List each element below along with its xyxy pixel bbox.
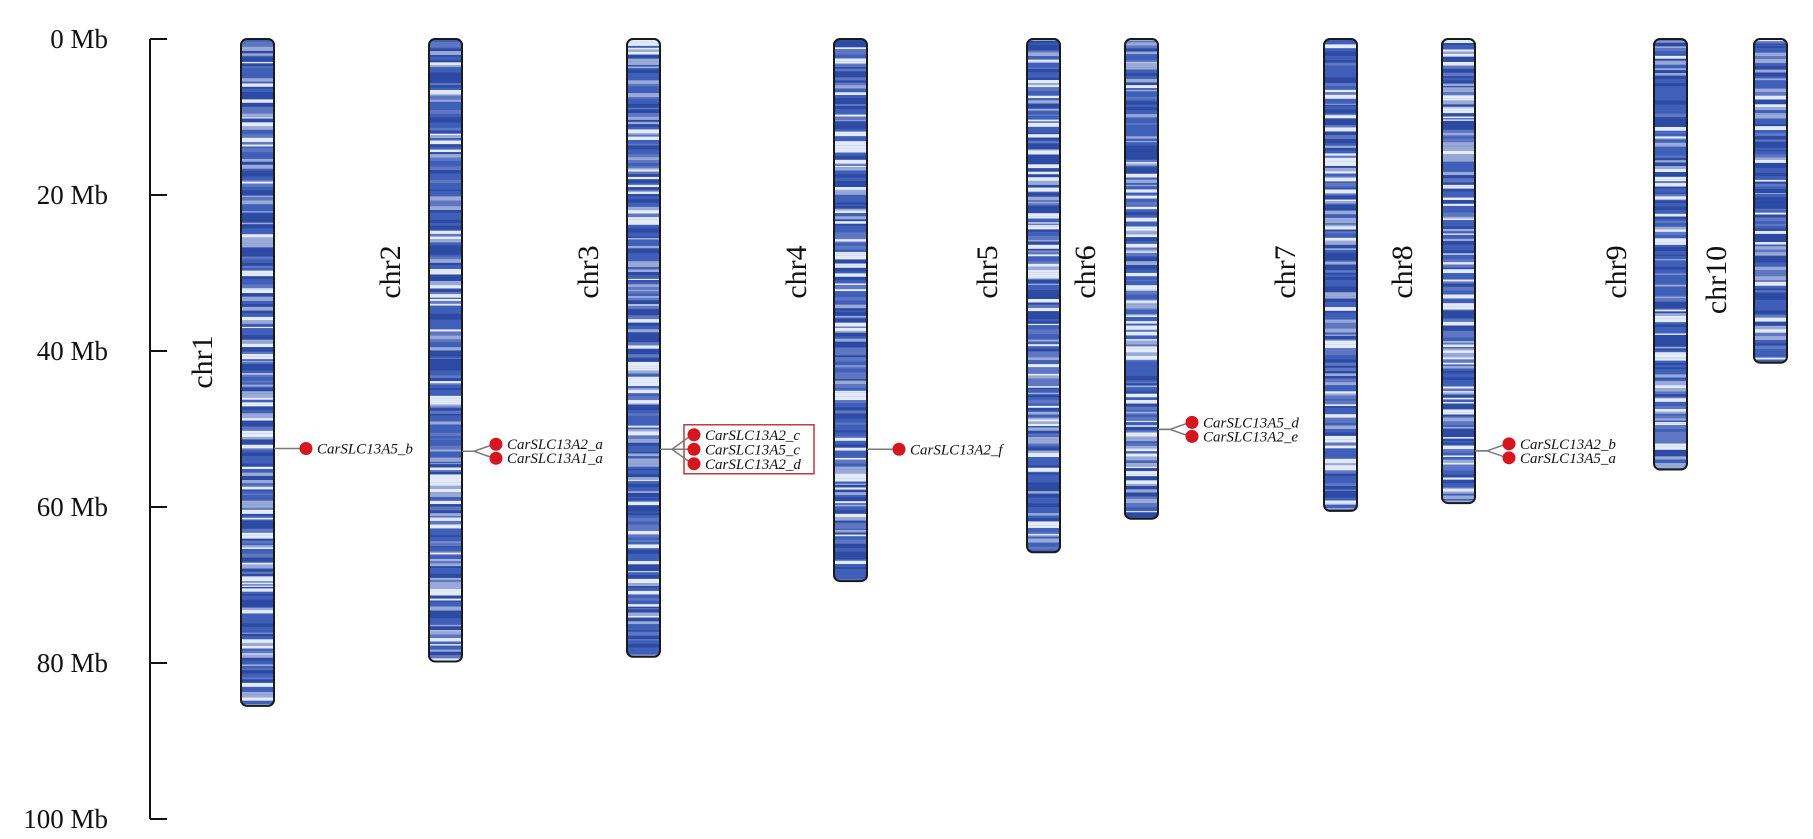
gene-connector [1475, 450, 1508, 459]
gene-marker [1185, 429, 1199, 443]
chromosome-chr10: chr10 [1700, 38, 1788, 364]
y-tick-label: 40 Mb [37, 336, 108, 366]
chromosome-chr1: chr1 [186, 38, 275, 707]
chromosome-outline [1441, 38, 1476, 505]
gene-label: CarSLC13A2_a [507, 437, 603, 453]
chromosome-bands [834, 39, 867, 582]
chromosome-bands [627, 39, 660, 657]
gene-label: CarSLC13A1_a [507, 451, 603, 467]
gene-marker [892, 442, 906, 456]
gene-group-chr4: CarSLC13A2_f [867, 442, 1004, 458]
chromosome-outline [428, 38, 463, 663]
gene-connector [462, 450, 495, 459]
y-tick-label: 20 Mb [37, 180, 108, 210]
chromosome-chr8: chr8 [1386, 38, 1476, 505]
gene-connector [1158, 421, 1191, 431]
gene-label: CarSLC13A5_b [317, 442, 413, 458]
chromosome-outline [1323, 38, 1358, 512]
gene-label: CarSLC13A5_d [1203, 415, 1299, 431]
chromosome-label: chr3 [572, 245, 605, 298]
chromosome-label: chr1 [186, 335, 219, 388]
chromosome-chr2: chr2 [374, 38, 463, 663]
chromosome-outline [833, 38, 868, 583]
chromosomes: chr1 chr2 chr3 chr4 chr5 chr6 chr7 chr8 chr9 chr1… [186, 38, 1788, 707]
chromosome-outline [626, 38, 661, 658]
chromosome-bands [1442, 39, 1475, 504]
chromosome-chr7: chr7 [1269, 38, 1358, 512]
gene-label: CarSLC13A2_e [1203, 429, 1298, 445]
chromosome-chr5: chr5 [971, 38, 1061, 554]
chromosome-label: chr2 [374, 245, 407, 298]
gene-group-chr1: CarSLC13A5_b [274, 442, 413, 458]
chromosome-bands [1125, 39, 1158, 519]
gene-connector [462, 443, 495, 452]
gene-connector [660, 448, 693, 465]
gene-marker [1502, 451, 1516, 465]
gene-label: CarSLC13A2_d [705, 457, 801, 473]
chromosome-label: chr4 [780, 245, 813, 298]
gene-connector [1475, 443, 1508, 452]
y-tick-label: 80 Mb [37, 648, 108, 678]
gene-marker [299, 442, 313, 455]
y-tick-label: 0 Mb [50, 24, 108, 54]
chromosome-outline [1026, 38, 1061, 554]
chromosome-label: chr9 [1600, 245, 1633, 298]
chromosome-label: chr5 [971, 245, 1004, 298]
gene-marker [687, 442, 701, 456]
chromosome-bands [1324, 39, 1357, 511]
gene-connector [1158, 428, 1191, 438]
y-tick-label: 60 Mb [37, 492, 108, 522]
chromosome-label: chr8 [1386, 245, 1419, 298]
gene-marker [687, 428, 701, 442]
chromosome-outline [1124, 38, 1159, 520]
chromosome-chr6: chr6 [1069, 38, 1159, 520]
gene-marker [489, 437, 503, 451]
chromosome-bands [1754, 39, 1787, 363]
chromosome-bands [1654, 39, 1687, 470]
chromosome-outline [240, 38, 275, 707]
gene-label: CarSLC13A2_f [910, 442, 1004, 458]
gene-marker [489, 451, 503, 465]
chromosome-chr9: chr9 [1600, 38, 1688, 471]
chromosome-bands [1027, 39, 1060, 553]
gene-label: CarSLC13A2_b [1520, 437, 1616, 453]
chromosome-outline [1653, 38, 1688, 471]
gene-label: CarSLC13A5_c [705, 442, 800, 458]
chromosome-chr4: chr4 [780, 38, 868, 583]
y-axis: 0 Mb 20 Mb 40 Mb 60 Mb 80 Mb 100 Mb [23, 24, 167, 834]
y-tick-label: 100 Mb [23, 804, 108, 834]
chromosome-label: chr10 [1700, 246, 1733, 314]
chromosome-label: chr7 [1269, 245, 1302, 298]
chromosome-outline [1753, 38, 1788, 364]
chromosome-bands [241, 39, 274, 706]
chromosome-bands [429, 39, 462, 662]
gene-label: CarSLC13A2_c [705, 428, 800, 444]
gene-label: CarSLC13A5_a [1520, 451, 1616, 467]
chromosome-chr3: chr3 [572, 38, 661, 658]
chromosome-label: chr6 [1069, 245, 1102, 298]
gene-marker [687, 457, 701, 471]
gene-marker [1502, 437, 1516, 451]
gene-marker [1185, 415, 1199, 429]
gene-connector [660, 434, 693, 451]
